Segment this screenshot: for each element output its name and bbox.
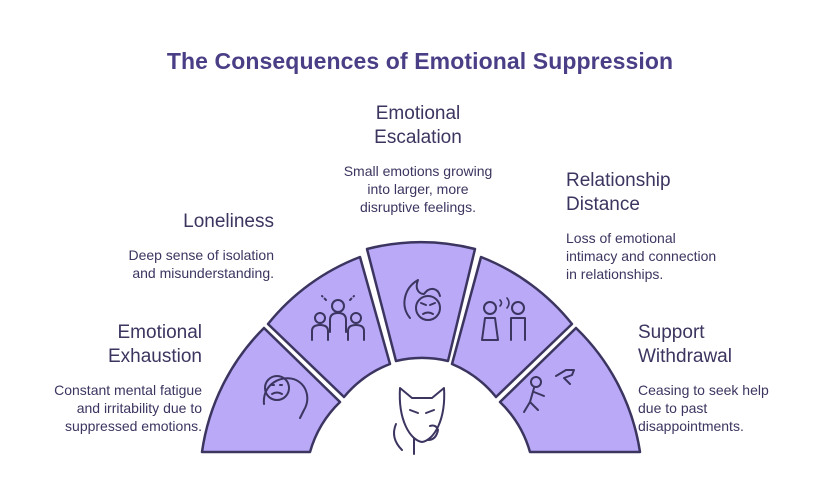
segment-support-withdrawal: [498, 326, 642, 454]
segment-emotional-exhaustion: [200, 326, 342, 454]
person-turning-away-hand-icon: [523, 369, 575, 413]
isolated-person-group-icon: [311, 295, 365, 341]
desc-emotional-exhaustion: Constant mental fatigue and irritability…: [54, 382, 202, 434]
heading-loneliness: Loneliness: [183, 211, 274, 232]
heading-emotional-exhaustion: Emotional Exhaustion: [107, 322, 202, 367]
desc-relationship-distance: Loss of emotional intimacy and connectio…: [566, 230, 717, 282]
segment-emotional-escalation: [365, 241, 477, 363]
desc-support-withdrawal: Ceasing to seek help due to past disappo…: [638, 382, 769, 434]
desc-loneliness: Deep sense of isolation and misunderstan…: [128, 247, 274, 281]
tired-face-head-icon: [262, 375, 309, 419]
diagram-title: The Consequences of Emotional Suppressio…: [166, 48, 674, 74]
angry-face-flame-icon: [403, 279, 441, 321]
heading-support-withdrawal: Support Withdrawal: [638, 322, 732, 367]
two-people-distance-icon: [481, 297, 526, 341]
hand-holding-mask-icon: [393, 387, 446, 455]
heading-emotional-escalation: Emotional Escalation: [374, 103, 462, 148]
heading-relationship-distance: Relationship Distance: [566, 170, 671, 215]
desc-emotional-escalation: Small emotions growing into larger, more…: [343, 163, 493, 215]
